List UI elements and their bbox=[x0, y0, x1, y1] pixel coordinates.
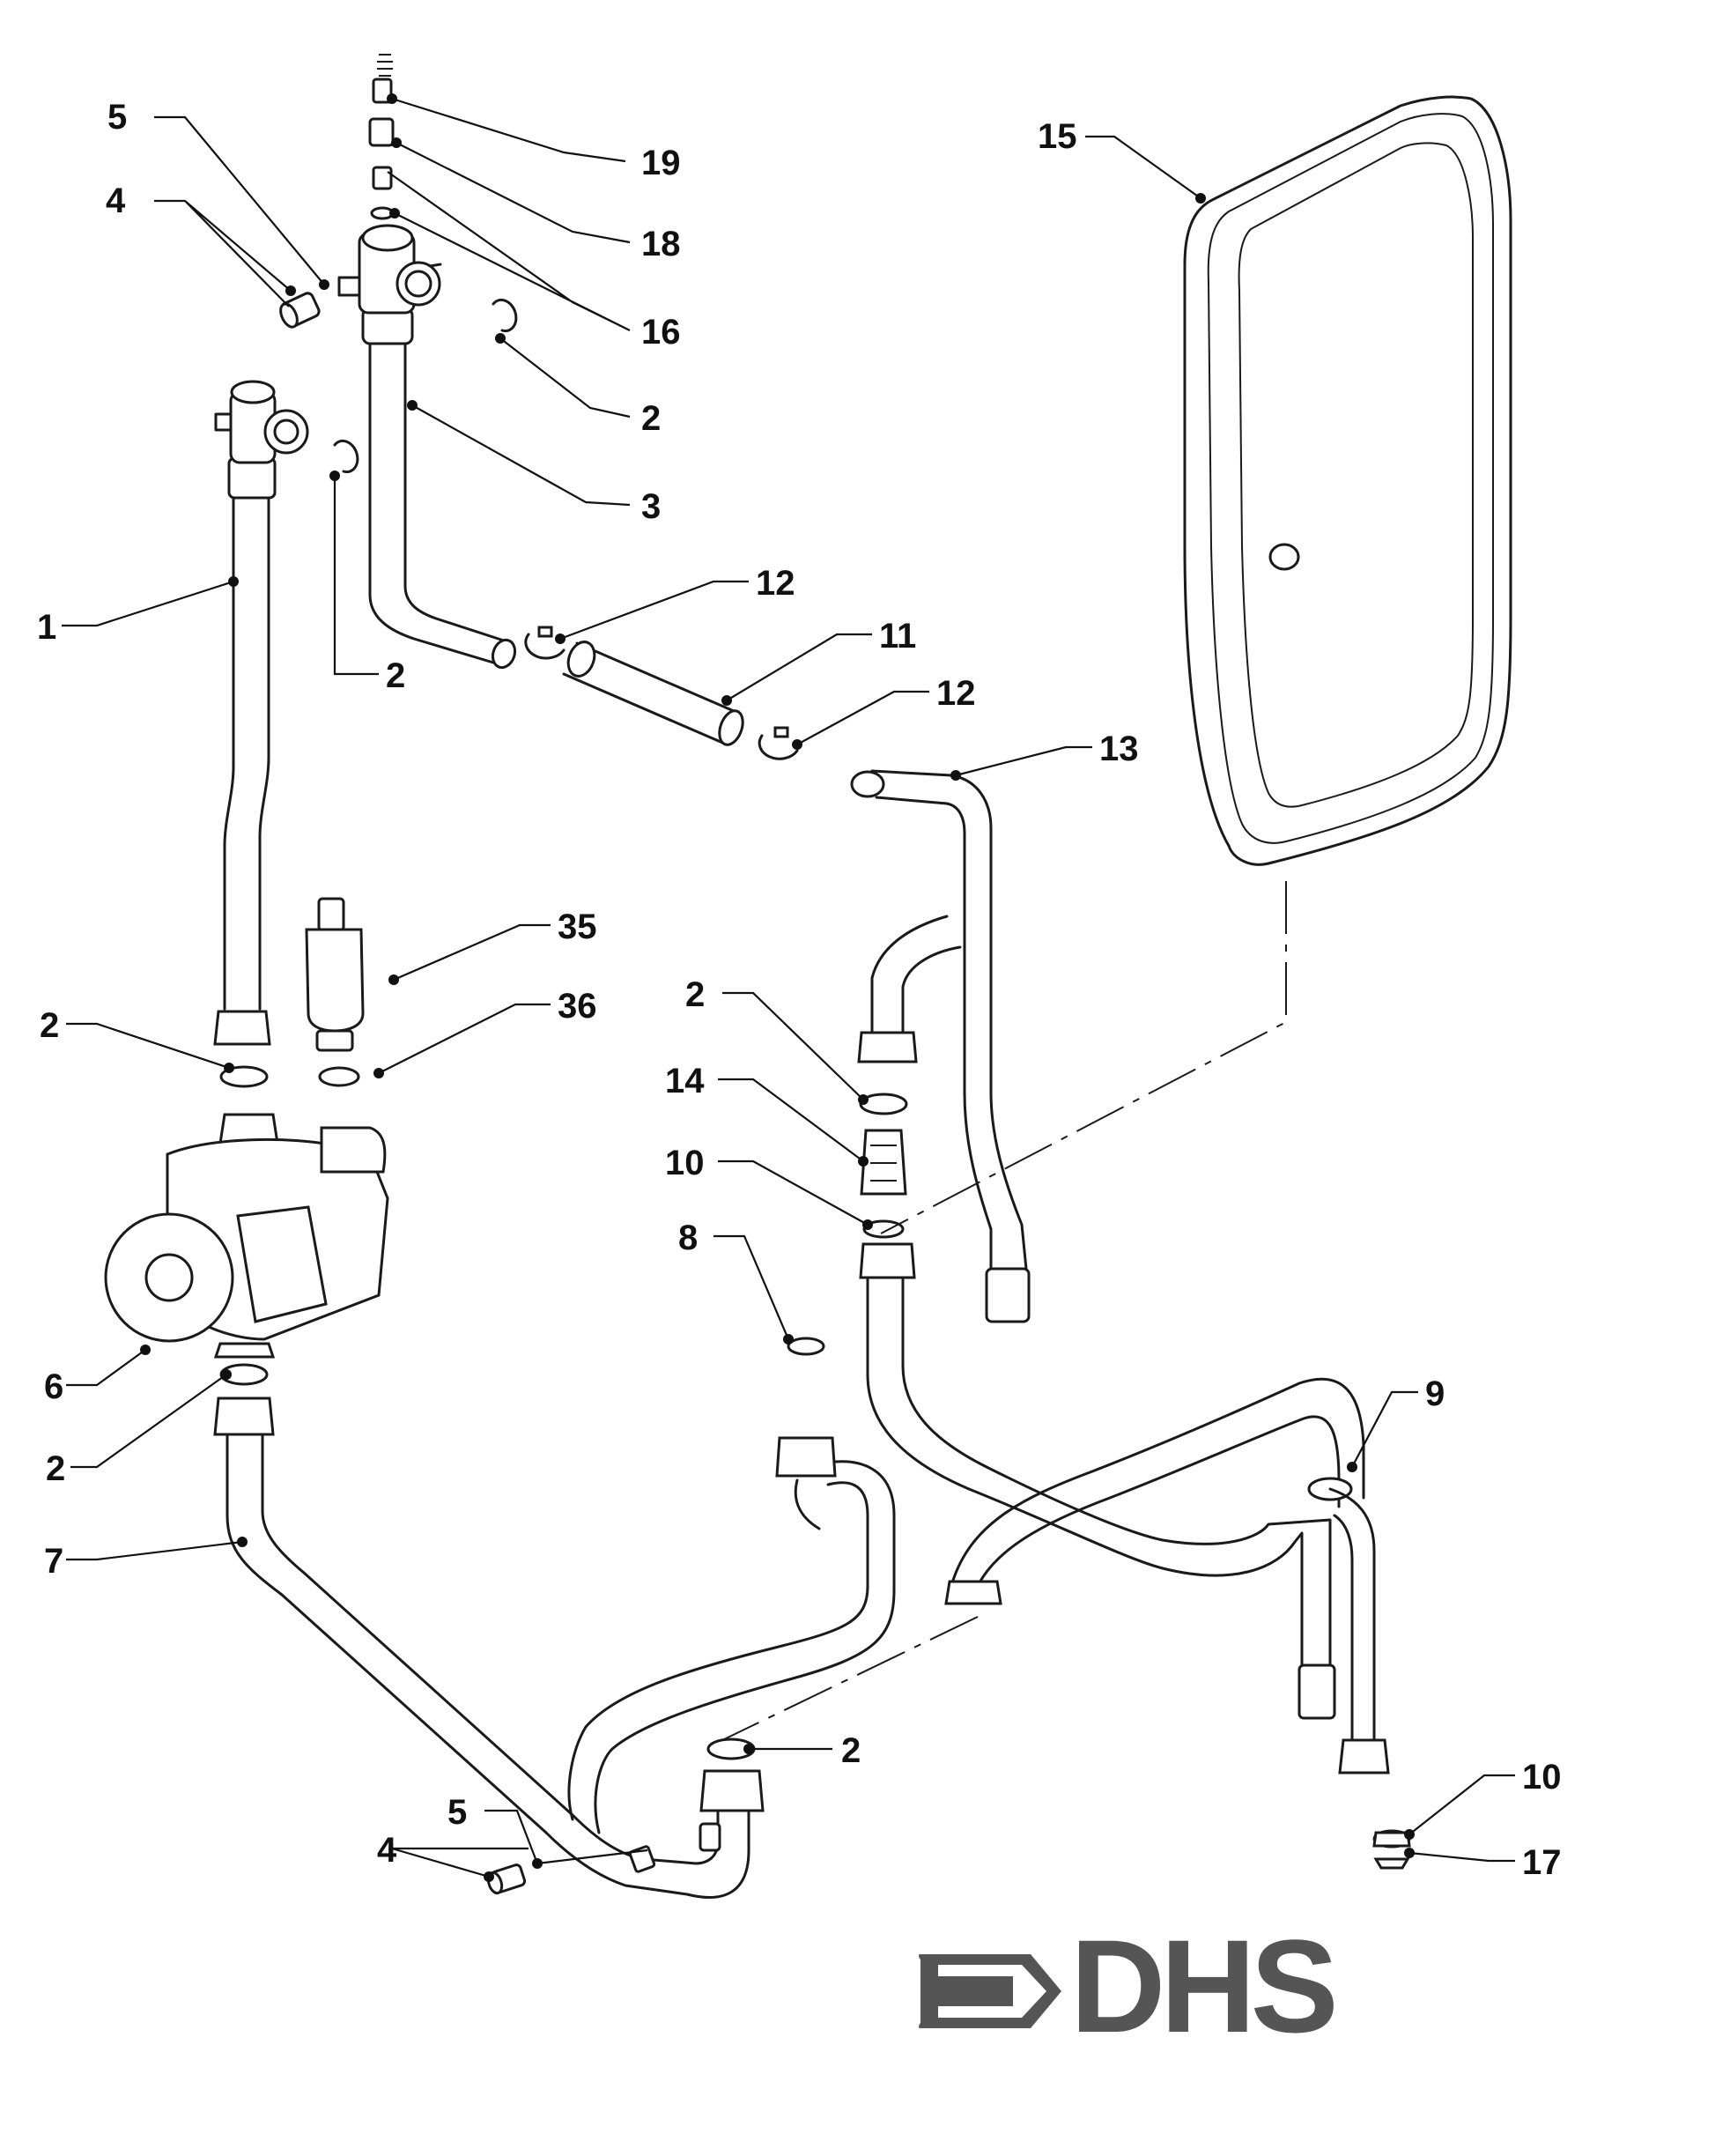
callout-17: 17 bbox=[1522, 1843, 1562, 1882]
callout-16: 16 bbox=[641, 313, 681, 352]
callout-5: 5 bbox=[447, 1793, 467, 1832]
callout-12: 12 bbox=[756, 564, 795, 603]
clip-top bbox=[492, 298, 518, 333]
callout-35: 35 bbox=[558, 908, 597, 946]
clip-12b bbox=[758, 726, 799, 760]
dhs-logo: DHS bbox=[918, 1912, 1340, 2060]
dhs-logo-text: DHS bbox=[1070, 1912, 1334, 2060]
callout-11: 11 bbox=[879, 617, 916, 656]
pressure-sensor-stack bbox=[368, 54, 395, 220]
callout-1: 1 bbox=[37, 608, 56, 647]
pump-6 bbox=[104, 1113, 389, 1436]
leader-dots bbox=[140, 93, 1415, 1882]
callout-10: 10 bbox=[665, 1144, 705, 1182]
callout-36: 36 bbox=[558, 987, 597, 1026]
callout-7: 7 bbox=[44, 1542, 63, 1581]
callout-15: 15 bbox=[1038, 117, 1077, 156]
callout-14: 14 bbox=[665, 1062, 705, 1100]
callout-2: 2 bbox=[841, 1731, 861, 1770]
callout-2: 2 bbox=[386, 656, 405, 695]
hose-11 bbox=[562, 641, 744, 746]
callout-10: 10 bbox=[1522, 1758, 1562, 1797]
fitting-14 bbox=[860, 1129, 907, 1196]
callout-9: 9 bbox=[1425, 1374, 1445, 1413]
callout-12: 12 bbox=[936, 674, 976, 713]
callout-labels: 5 4 19 18 16 2 3 15 12 11 12 13 1 2 35 3… bbox=[37, 98, 1562, 1882]
air-vent-35 bbox=[305, 897, 365, 1052]
pipe-1 bbox=[213, 380, 309, 1046]
callout-19: 19 bbox=[641, 144, 681, 182]
callout-5: 5 bbox=[107, 98, 127, 137]
callout-3: 3 bbox=[641, 487, 661, 526]
callout-2: 2 bbox=[40, 1006, 59, 1045]
callout-18: 18 bbox=[641, 225, 681, 263]
callout-4: 4 bbox=[377, 1831, 397, 1870]
callout-2: 2 bbox=[46, 1449, 65, 1488]
pipe-13 bbox=[850, 769, 1031, 1323]
callout-4: 4 bbox=[106, 182, 126, 220]
callout-2: 2 bbox=[685, 975, 705, 1014]
drain-valve-top bbox=[279, 292, 321, 329]
clip-pipe-1 bbox=[333, 439, 359, 474]
top-tee-fitting bbox=[337, 224, 442, 315]
pipe-9 bbox=[721, 1242, 1411, 1870]
callout-8: 8 bbox=[678, 1219, 698, 1257]
clip-12a bbox=[524, 626, 566, 660]
pipe-3 bbox=[361, 307, 517, 670]
callout-2: 2 bbox=[641, 399, 661, 438]
expansion-vessel bbox=[880, 95, 1512, 1234]
callout-6: 6 bbox=[44, 1367, 63, 1406]
callout-13: 13 bbox=[1099, 730, 1139, 768]
pipe-7 bbox=[225, 1433, 896, 1899]
leader-lines bbox=[62, 97, 1515, 1878]
